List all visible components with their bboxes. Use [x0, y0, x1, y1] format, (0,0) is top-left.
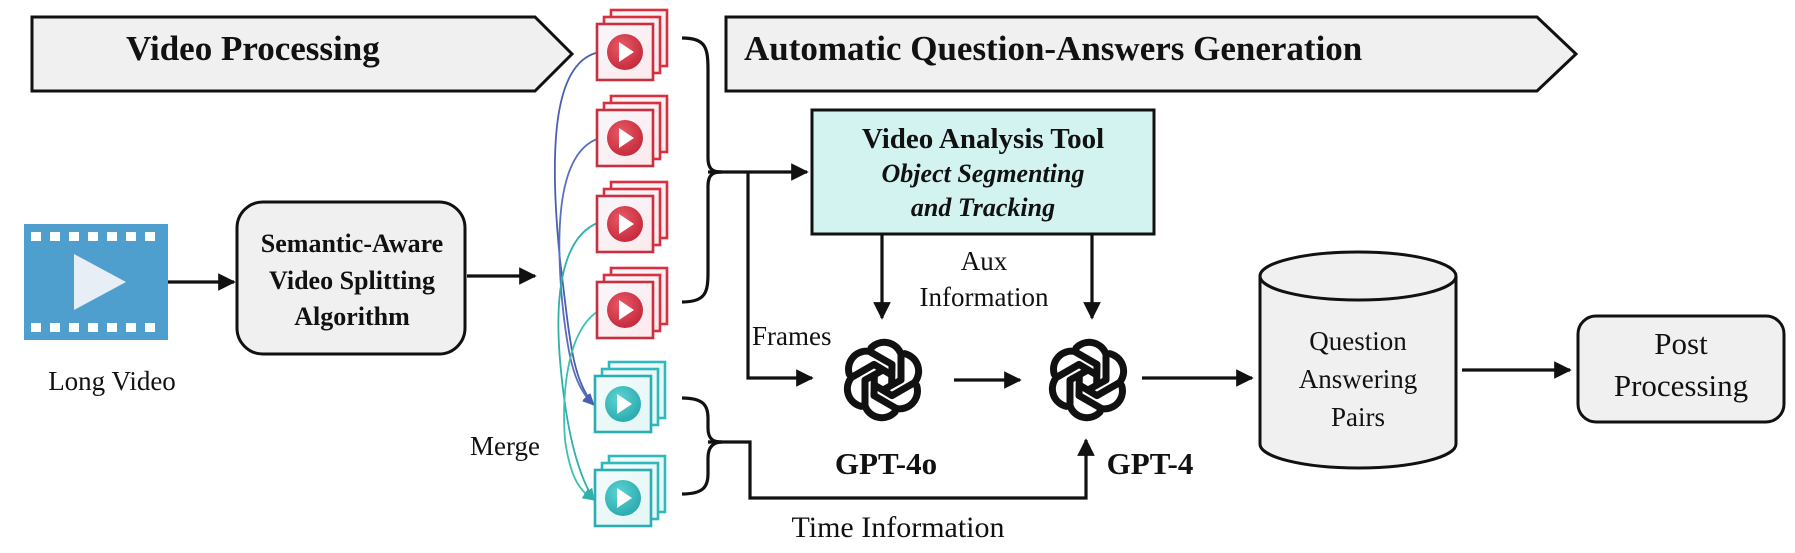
aux-label-line2: Information	[920, 282, 1049, 312]
post-line2: Processing	[1614, 368, 1748, 403]
qa-pairs-store: Question Answering Pairs	[1258, 250, 1458, 470]
merge-curves	[553, 51, 601, 502]
qa-generation-banner: Automatic Question-Answers Generation	[724, 15, 1579, 93]
splitter-box: Semantic-Aware Video Splitting Algorithm	[235, 200, 467, 356]
video-processing-title: Video Processing	[126, 29, 380, 68]
time-information-label: Time Information	[791, 511, 1004, 544]
video-analysis-tool-box: Video Analysis Tool Object Segmenting an…	[810, 108, 1156, 236]
qa-generation-title: Automatic Question-Answers Generation	[744, 29, 1362, 68]
openai-logo-icon	[841, 342, 924, 417]
aux-label-line1: Aux	[961, 246, 1008, 276]
splitter-line2: Video Splitting	[269, 266, 435, 295]
openai-logo-icon	[1046, 342, 1129, 417]
analysis-tool-title: Video Analysis Tool	[862, 123, 1104, 155]
qa-store-line2: Answering	[1299, 364, 1417, 394]
post-processing-box: Post Processing	[1576, 314, 1786, 424]
gpt4o-label: GPT-4o	[835, 446, 937, 481]
clips-to-tool-connector	[681, 36, 809, 304]
merge-label: Merge	[470, 431, 540, 461]
splitter-line1: Semantic-Aware	[261, 229, 443, 258]
video-processing-banner: Video Processing	[30, 15, 575, 93]
analysis-tool-subtitle2: and Tracking	[911, 193, 1055, 222]
time-info-connector	[681, 396, 1095, 500]
post-line1: Post	[1654, 326, 1708, 361]
qa-store-line1: Question	[1309, 326, 1407, 356]
gpt4-label: GPT-4	[1107, 446, 1194, 481]
video-clip-stack-icon	[593, 8, 669, 528]
film-play-icon	[24, 224, 168, 340]
frames-arrow	[746, 172, 814, 387]
analysis-tool-subtitle1: Object Segmenting	[882, 159, 1085, 188]
splitter-line3: Algorithm	[294, 302, 410, 331]
long-video-label: Long Video	[48, 366, 176, 396]
qa-store-line3: Pairs	[1331, 402, 1385, 432]
frames-label: Frames	[752, 321, 831, 351]
